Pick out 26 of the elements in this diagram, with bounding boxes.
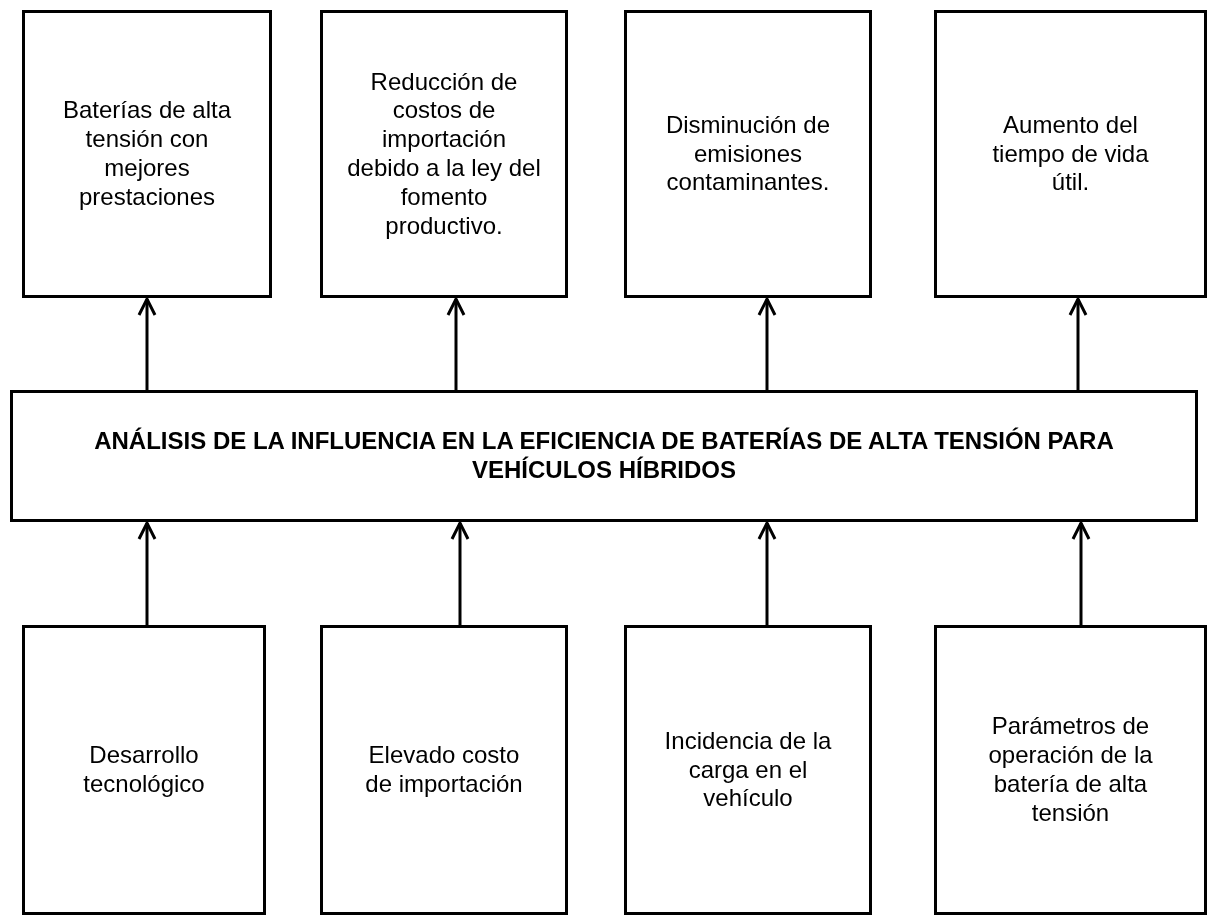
central-problem-box (10, 390, 1198, 522)
box-text: Parámetros de operación de la batería de alta tensión (987, 712, 1154, 828)
box-text: Incidencia de la carga en el vehículo (663, 726, 833, 814)
arrow (757, 521, 777, 625)
box-text: Desarrollo tecnológico (82, 741, 206, 799)
effect-box (22, 10, 272, 298)
effect-box (320, 10, 568, 298)
box-text: Aumento del tiempo de vida útil. (991, 110, 1150, 198)
box-text: Reducción de costos de importación debido a la ley del fomento productivo. (346, 67, 542, 241)
arrow (446, 297, 466, 390)
cause-box (934, 625, 1207, 915)
arrow (137, 297, 157, 390)
arrow (1071, 521, 1091, 625)
cause-box (320, 625, 568, 915)
arrow (137, 521, 157, 625)
box-text: Elevado costo de importación (364, 741, 524, 799)
effect-box (934, 10, 1207, 298)
box-text: ANÁLISIS DE LA INFLUENCIA EN LA EFICIENCIA DE BATERÍAS DE ALTA TENSIÓN PARA VEHÍCULOS HÍBRIDOS (93, 427, 1115, 485)
box-text: Disminución de emisiones contaminantes. (664, 110, 832, 198)
cause-box (624, 625, 872, 915)
effect-box (624, 10, 872, 298)
arrow (1068, 297, 1088, 390)
box-text: Baterías de alta tensión con mejores prestaciones (61, 96, 233, 212)
cause-box (22, 625, 266, 915)
arrow (757, 297, 777, 390)
arrow (450, 521, 470, 625)
